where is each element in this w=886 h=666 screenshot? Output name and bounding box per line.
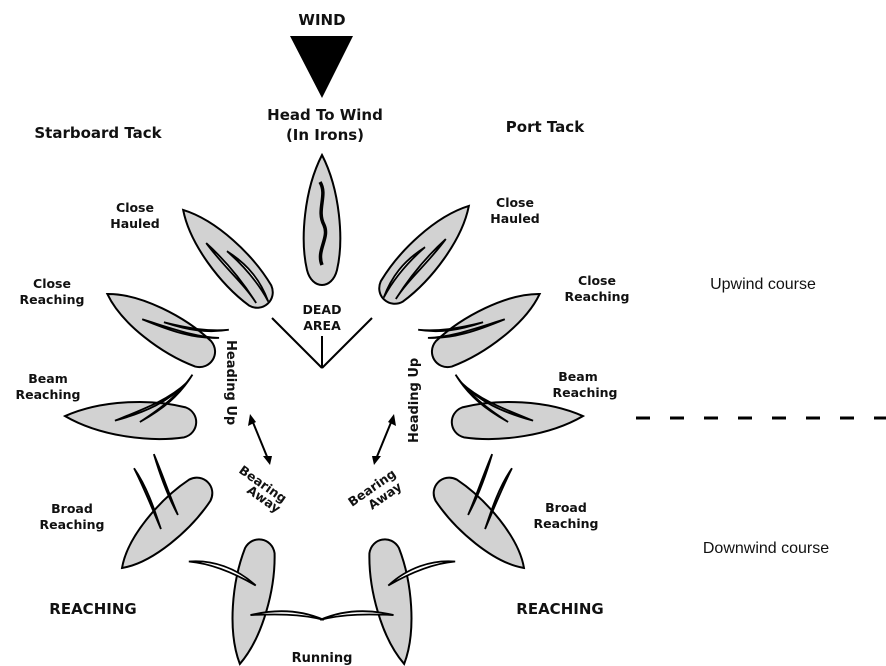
reaching-right-label: REACHING [516, 600, 603, 618]
port-tack-label: Port Tack [506, 118, 585, 136]
close-hauled-right-1: Close [496, 195, 534, 210]
broad-reaching-left-1: Broad [51, 501, 93, 516]
double-arrow-right-icon [372, 414, 396, 465]
broad-reaching-left-2: Reaching [40, 517, 105, 532]
broad-reaching-right-2: Reaching [534, 516, 599, 531]
dead-area: DEAD AREA [271, 302, 373, 369]
boat-starboard-beam-reaching [62, 374, 198, 440]
beam-reaching-left-1: Beam [28, 371, 67, 386]
beam-reaching-right-1: Beam [558, 369, 597, 384]
boat-head-to-wind [302, 152, 342, 286]
close-reaching-right-1: Close [578, 273, 616, 288]
close-hauled-left-2: Hauled [110, 216, 160, 231]
svg-text:Heading Up: Heading Up [407, 358, 422, 443]
reaching-left-label: REACHING [49, 600, 136, 618]
boat-port-beam-reaching [450, 374, 586, 440]
wind-label: WIND [298, 11, 345, 29]
boat-port-close-reaching [418, 292, 542, 369]
boat-port-running [319, 538, 456, 666]
heading-up-right: Heading Up [407, 358, 422, 443]
beam-reaching-left-2: Reaching [16, 387, 81, 402]
broad-reaching-right-1: Broad [545, 500, 587, 515]
svg-text:Heading Up: Heading Up [223, 340, 238, 425]
close-hauled-right-2: Hauled [490, 211, 540, 226]
boat-port-broad-reaching [432, 453, 526, 570]
heading-up-left: Heading Up [223, 340, 238, 425]
beam-reaching-right-2: Reaching [553, 385, 618, 400]
boat-starboard-close-reaching [105, 292, 229, 369]
close-hauled-left-1: Close [116, 200, 154, 215]
close-reaching-left-2: Reaching [20, 292, 85, 307]
head-to-wind-label-2: (In Irons) [286, 126, 364, 144]
dead-area-label-2: AREA [303, 318, 341, 333]
double-arrow-left-icon [248, 414, 272, 465]
running-label: Running [292, 651, 353, 666]
dead-area-label-1: DEAD [303, 302, 342, 317]
wind-arrow-icon [290, 36, 353, 98]
boat-starboard-close-hauled [181, 208, 274, 309]
head-to-wind-label-1: Head To Wind [267, 106, 383, 124]
boat-starboard-running [188, 538, 325, 666]
upwind-course-label: Upwind course [710, 276, 816, 293]
boat-starboard-broad-reaching [120, 453, 214, 570]
boat-port-close-hauled [378, 204, 471, 305]
close-reaching-right-2: Reaching [565, 289, 630, 304]
starboard-tack-label: Starboard Tack [34, 124, 162, 142]
downwind-course-label: Downwind course [703, 540, 829, 557]
close-reaching-left-1: Close [33, 276, 71, 291]
